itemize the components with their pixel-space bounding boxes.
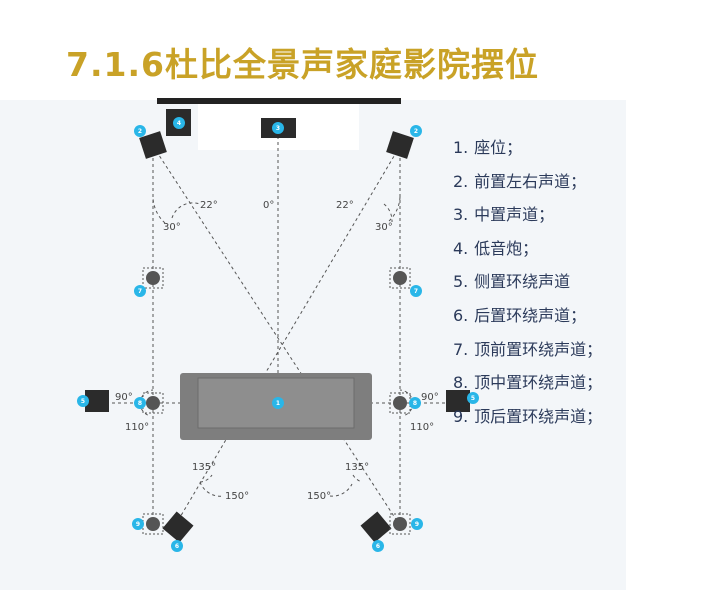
numbered-markers: 1 2 2 3 4 5 5 6 6 7 7 8 8 9 9 xyxy=(77,117,479,552)
svg-text:6: 6 xyxy=(376,543,380,550)
marker-rear-right: 6 xyxy=(372,540,384,552)
marker-top-mid-right: 8 xyxy=(409,397,421,409)
rear-right-speaker xyxy=(360,511,392,543)
screen xyxy=(157,98,401,104)
marker-center: 3 xyxy=(272,122,284,134)
marker-front-left: 2 xyxy=(134,125,146,137)
diagram-background xyxy=(0,100,626,590)
page-title: 7.1.6杜比全景声家庭影院摆位 xyxy=(66,45,539,84)
svg-text:5: 5 xyxy=(471,395,475,402)
marker-front-right: 2 xyxy=(410,125,422,137)
angle-0: 0° xyxy=(263,200,274,211)
angle-30-left: 30° xyxy=(163,222,181,233)
svg-text:3: 3 xyxy=(276,125,280,132)
marker-top-front-left: 7 xyxy=(134,285,146,297)
layout-lines xyxy=(88,136,470,525)
marker-rear-left: 6 xyxy=(171,540,183,552)
legend-item: 6. 后置环绕声道； xyxy=(453,305,587,325)
svg-text:4: 4 xyxy=(177,120,181,127)
marker-top-mid-left: 8 xyxy=(134,397,146,409)
svg-text:8: 8 xyxy=(138,400,142,407)
svg-text:7: 7 xyxy=(414,288,418,295)
front-left-speaker xyxy=(139,131,167,159)
marker-top-front-right: 7 xyxy=(410,285,422,297)
angle-110-left: 110° xyxy=(125,422,149,433)
legend-item: 8. 顶中置环绕声道； xyxy=(453,373,603,393)
side-left-speaker xyxy=(85,390,109,412)
angle-150-right: 150° xyxy=(307,491,331,502)
angle-135-left: 135° xyxy=(192,462,216,473)
right-margin xyxy=(626,100,720,590)
legend-item: 4. 低音炮； xyxy=(453,238,539,258)
ceiling-speakers xyxy=(142,267,411,535)
rear-left-speaker xyxy=(162,511,194,543)
front-right-speaker xyxy=(386,131,414,159)
legend-item: 9. 顶后置环绕声道； xyxy=(453,406,603,426)
angle-110-right: 110° xyxy=(410,422,434,433)
angle-labels: 22° 0° 22° 30° 30° 90° 90° 110° 110° 135… xyxy=(115,200,439,502)
marker-seat: 1 xyxy=(272,397,284,409)
marker-side-left: 5 xyxy=(77,395,89,407)
legend-item: 5. 侧置环绕声道 xyxy=(453,272,571,292)
legend-item: 3. 中置声道； xyxy=(453,205,555,225)
svg-text:1: 1 xyxy=(276,400,280,407)
angle-30-right: 30° xyxy=(375,222,393,233)
angle-90-left: 90° xyxy=(115,392,133,403)
marker-subwoofer: 4 xyxy=(173,117,185,129)
svg-text:8: 8 xyxy=(413,400,417,407)
legend-item: 7. 顶前置环绕声道； xyxy=(453,339,603,359)
svg-text:9: 9 xyxy=(415,521,419,528)
legend-list: 1. 座位； 2. 前置左右声道； 3. 中置声道； 4. 低音炮； 5. 侧置… xyxy=(453,138,602,440)
marker-top-rear-right: 9 xyxy=(411,518,423,530)
svg-text:2: 2 xyxy=(414,128,418,135)
svg-text:9: 9 xyxy=(136,521,140,528)
angle-90-right: 90° xyxy=(421,392,439,403)
angle-150-left: 150° xyxy=(225,491,249,502)
angle-22-left: 22° xyxy=(200,200,218,211)
marker-top-rear-left: 9 xyxy=(132,518,144,530)
svg-text:6: 6 xyxy=(175,543,179,550)
side-right-speaker xyxy=(446,390,470,412)
svg-text:5: 5 xyxy=(81,398,85,405)
svg-text:2: 2 xyxy=(138,128,142,135)
svg-text:7: 7 xyxy=(138,288,142,295)
marker-side-right: 5 xyxy=(467,392,479,404)
legend-item: 2. 前置左右声道； xyxy=(453,171,587,191)
angle-22-right: 22° xyxy=(336,200,354,211)
angle-135-right: 135° xyxy=(345,462,369,473)
legend-item: 1. 座位； xyxy=(453,138,523,157)
